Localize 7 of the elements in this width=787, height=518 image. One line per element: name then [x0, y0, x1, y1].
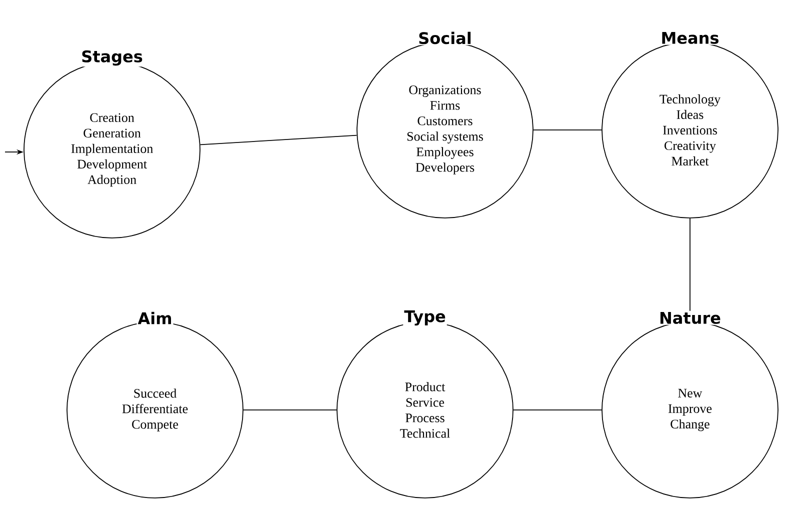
circle-title: Aim: [136, 310, 174, 326]
circle-title: Social: [417, 30, 473, 46]
circle-title: Stages: [80, 49, 144, 67]
circle-title: Nature: [658, 311, 722, 325]
circle-title: Means: [660, 31, 720, 45]
connector: [200, 134, 358, 146]
circle-title: Type: [403, 309, 447, 327]
